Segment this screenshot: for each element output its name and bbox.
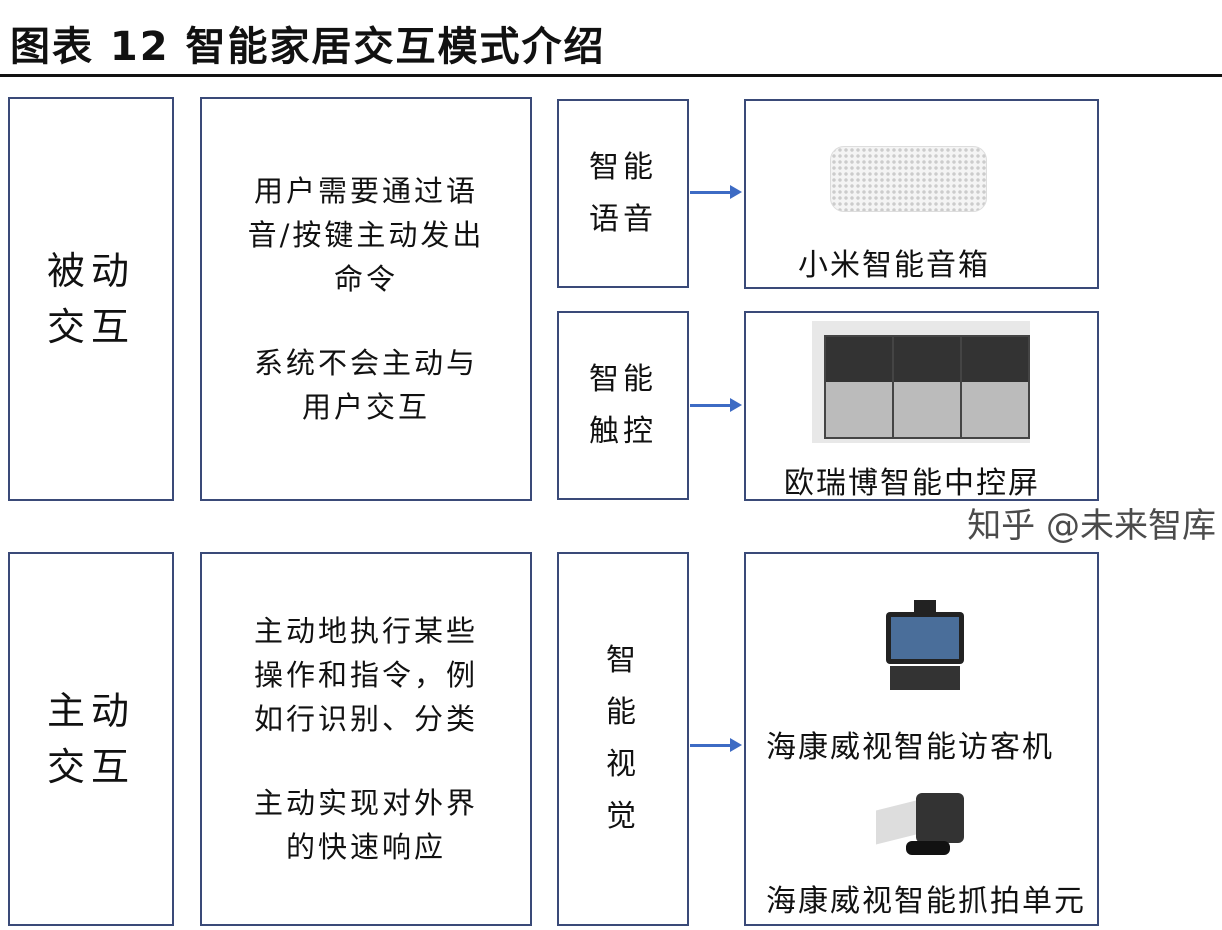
example-caption: 欧瑞博智能中控屏 — [784, 466, 1040, 501]
desc-line: 主动地执行某些 — [253, 614, 478, 648]
mode-touch: 智能 触控 — [557, 311, 689, 500]
description-active: 主动地执行某些 操作和指令，例 如行识别、分类 主动实现对外界 的快速响应 — [200, 552, 532, 926]
desc-line: 音/按键主动发出 — [247, 218, 485, 252]
desc-line: 命令 — [333, 262, 398, 296]
desc-line: 操作和指令，例 — [253, 658, 478, 692]
desc-line: 如行识别、分类 — [253, 702, 478, 736]
description-passive: 用户需要通过语 音/按键主动发出 命令 系统不会主动与 用户交互 — [200, 97, 532, 501]
figure-title: 图表 12 智能家居交互模式介绍 — [10, 24, 606, 70]
title-divider — [0, 74, 1222, 77]
example-caption: 海康威视智能抓拍单元 — [766, 884, 1086, 919]
desc-line: 用户需要通过语 — [253, 174, 478, 208]
capture-camera-image — [876, 793, 966, 859]
desc-line: 用户交互 — [301, 390, 430, 424]
arrow-icon — [690, 398, 742, 412]
mode-voice: 智能 语音 — [557, 99, 689, 288]
category-passive: 被动 交互 — [8, 97, 174, 501]
mode-vision: 智 能 视 觉 — [557, 552, 689, 926]
watermark: 知乎 @未来智库 — [967, 506, 1216, 546]
desc-line: 系统不会主动与 — [253, 346, 478, 380]
desc-line: 的快速响应 — [285, 830, 446, 864]
example-caption: 小米智能音箱 — [798, 248, 990, 283]
category-active: 主动 交互 — [8, 552, 174, 926]
control-panel-image — [812, 321, 1030, 443]
arrow-icon — [690, 738, 742, 752]
example-box-voice — [744, 99, 1099, 289]
desc-line: 主动实现对外界 — [253, 786, 478, 820]
smart-speaker-image — [830, 146, 987, 212]
arrow-icon — [690, 185, 742, 199]
visitor-machine-image — [886, 600, 964, 692]
example-box-touch — [744, 311, 1099, 501]
example-caption: 海康威视智能访客机 — [766, 730, 1054, 765]
example-box-vision — [744, 552, 1099, 926]
